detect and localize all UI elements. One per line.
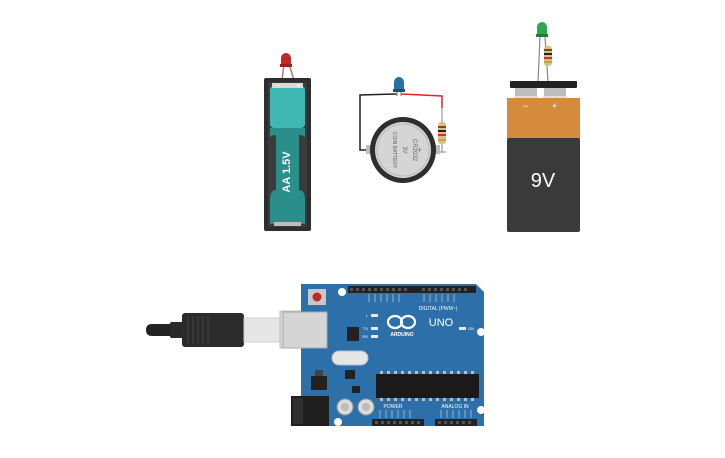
coin-cell-plus: + — [417, 145, 422, 155]
power-label: POWER — [384, 404, 403, 410]
led-label-l: L — [366, 313, 369, 318]
led-label-tx: TX — [363, 326, 368, 331]
atmega-chip — [376, 371, 479, 401]
nine-volt-circuit[interactable]: − + 9V — [507, 22, 580, 232]
digital-label: DIGITAL (PWM~) — [419, 306, 458, 312]
aa-battery: AA 1.5V − + — [270, 81, 305, 226]
red-wire[interactable] — [400, 93, 443, 108]
arduino-model: UNO — [429, 317, 454, 329]
digital-header[interactable] — [348, 286, 476, 293]
coin-cell-battery: CR2032 3V COIN BATTERY + — [366, 117, 440, 183]
resistor-9v[interactable] — [544, 46, 552, 66]
nine-volt-minus: − — [523, 101, 528, 111]
analog-header[interactable] — [435, 419, 477, 426]
nine-volt-plus: + — [552, 101, 557, 111]
aa-battery-label: AA 1.5V — [281, 151, 293, 193]
coin-cell-text-3: COIN BATTERY — [391, 132, 397, 169]
status-leds: L TX RX — [362, 313, 378, 339]
crystal — [331, 350, 369, 366]
arduino-brand: ARDUINO — [390, 332, 413, 338]
aa-plus-sign: + — [296, 81, 301, 90]
blue-led[interactable] — [393, 77, 405, 96]
analog-label: ANALOG IN — [441, 404, 469, 410]
power-header[interactable] — [372, 419, 424, 426]
red-led[interactable] — [280, 53, 295, 81]
coin-cell-text-1: CR2032 — [411, 139, 417, 162]
voltage-regulator — [311, 376, 327, 390]
coin-cell-circuit[interactable]: CR2032 3V COIN BATTERY + — [359, 77, 446, 183]
arduino-uno-board[interactable]: DIGITAL (PWM~) L TX RX ARDUINO UNO — [282, 284, 485, 426]
nine-volt-battery: − + 9V — [507, 98, 580, 232]
usb-jack — [282, 311, 328, 349]
arduino-logo: ARDUINO — [386, 314, 417, 338]
usb-chip — [347, 327, 359, 341]
coin-cell-text-2: 3V — [401, 146, 407, 153]
resistor-coin[interactable] — [436, 108, 446, 153]
aa-minus-sign: − — [276, 81, 281, 90]
nine-volt-label: 9V — [531, 170, 556, 192]
aa-battery-circuit[interactable]: AA 1.5V − + — [264, 53, 311, 231]
on-label: ON — [468, 326, 474, 331]
led-label-rx: RX — [362, 334, 368, 339]
nine-volt-snap — [510, 81, 577, 88]
